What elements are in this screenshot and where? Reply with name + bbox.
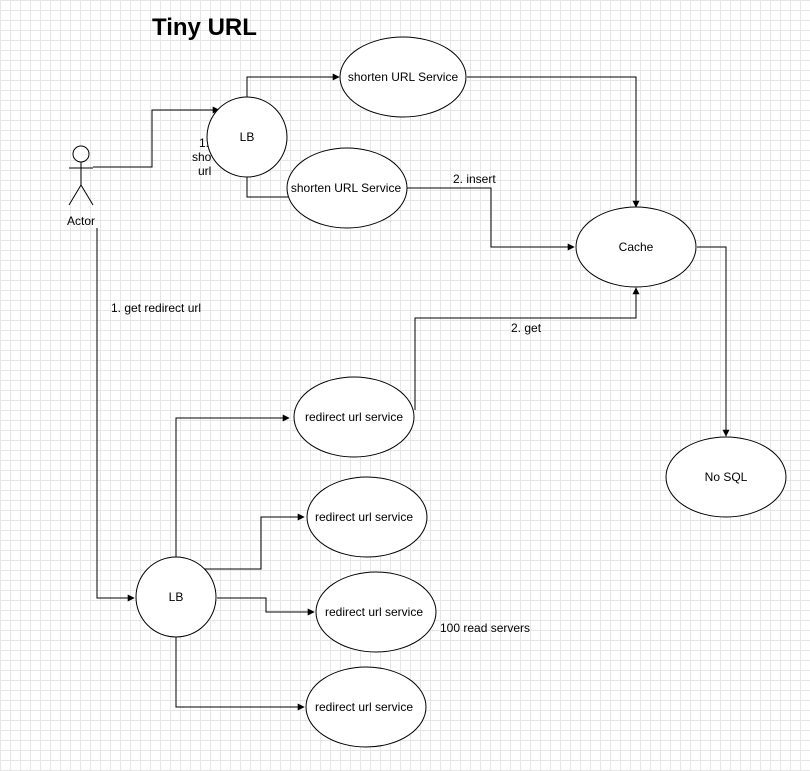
edge-lb-to-shorten-1 [246,73,340,97]
svg-text:No SQL: No SQL [705,470,748,484]
svg-text:redirect url service: redirect url service [305,410,403,424]
edge-lb-to-redirect-2 [203,513,305,570]
svg-text:redirect url service: redirect url service [325,605,423,619]
svg-text:shorten URL Service: shorten URL Service [291,181,402,195]
redirect-service-node-1[interactable]: redirect url service [293,376,415,458]
edges [93,73,730,711]
nosql-node[interactable]: No SQL [665,436,787,518]
lb-bottom-node[interactable]: LB [135,556,217,638]
svg-text:LB: LB [169,590,184,604]
edge-actor-to-lb-bottom [96,228,135,602]
edge-actor-to-lb-top [93,106,220,168]
edge-shorten-1-to-cache [467,76,640,208]
edge-label-get: 2. get [511,321,542,335]
edge-lb-to-redirect-1 [175,414,290,557]
actor-label: Actor [67,214,95,228]
svg-text:shorten URL Service: shorten URL Service [348,70,459,84]
svg-text:redirect url service: redirect url service [315,510,413,524]
shorten-service-node-1[interactable]: shorten URL Service [339,36,467,118]
shorten-service-node-2[interactable]: shorten URL Service [286,147,408,229]
redirect-service-node-3[interactable]: redirect url service [315,571,437,653]
diagram-title: Tiny URL [152,14,257,41]
edge-label-shorten-2: sho [192,150,212,164]
redirect-service-node-2[interactable]: redirect url service [306,476,428,558]
edge-lb-to-redirect-4 [175,637,305,711]
cache-node[interactable]: Cache [575,206,697,288]
lb-top-node[interactable]: LB [206,96,288,178]
svg-text:Cache: Cache [619,240,654,254]
edge-shorten-2-to-cache [407,187,575,251]
actor-figure[interactable] [68,145,94,206]
edge-lb-to-redirect-3 [217,597,315,616]
svg-text:redirect url service: redirect url service [315,700,413,714]
redirect-service-node-4[interactable]: redirect url service [305,666,427,748]
edge-redirect-1-to-cache [414,287,640,410]
edge-label-shorten-1: 1. [199,136,209,150]
edge-cache-to-nosql [697,246,730,437]
edge-label-shorten-3: url [198,164,211,178]
edge-label-insert: 2. insert [453,172,496,186]
svg-text:LB: LB [240,130,255,144]
edge-label-read-servers: 100 read servers [440,621,530,635]
edge-label-get-redirect: 1. get redirect url [111,301,201,315]
